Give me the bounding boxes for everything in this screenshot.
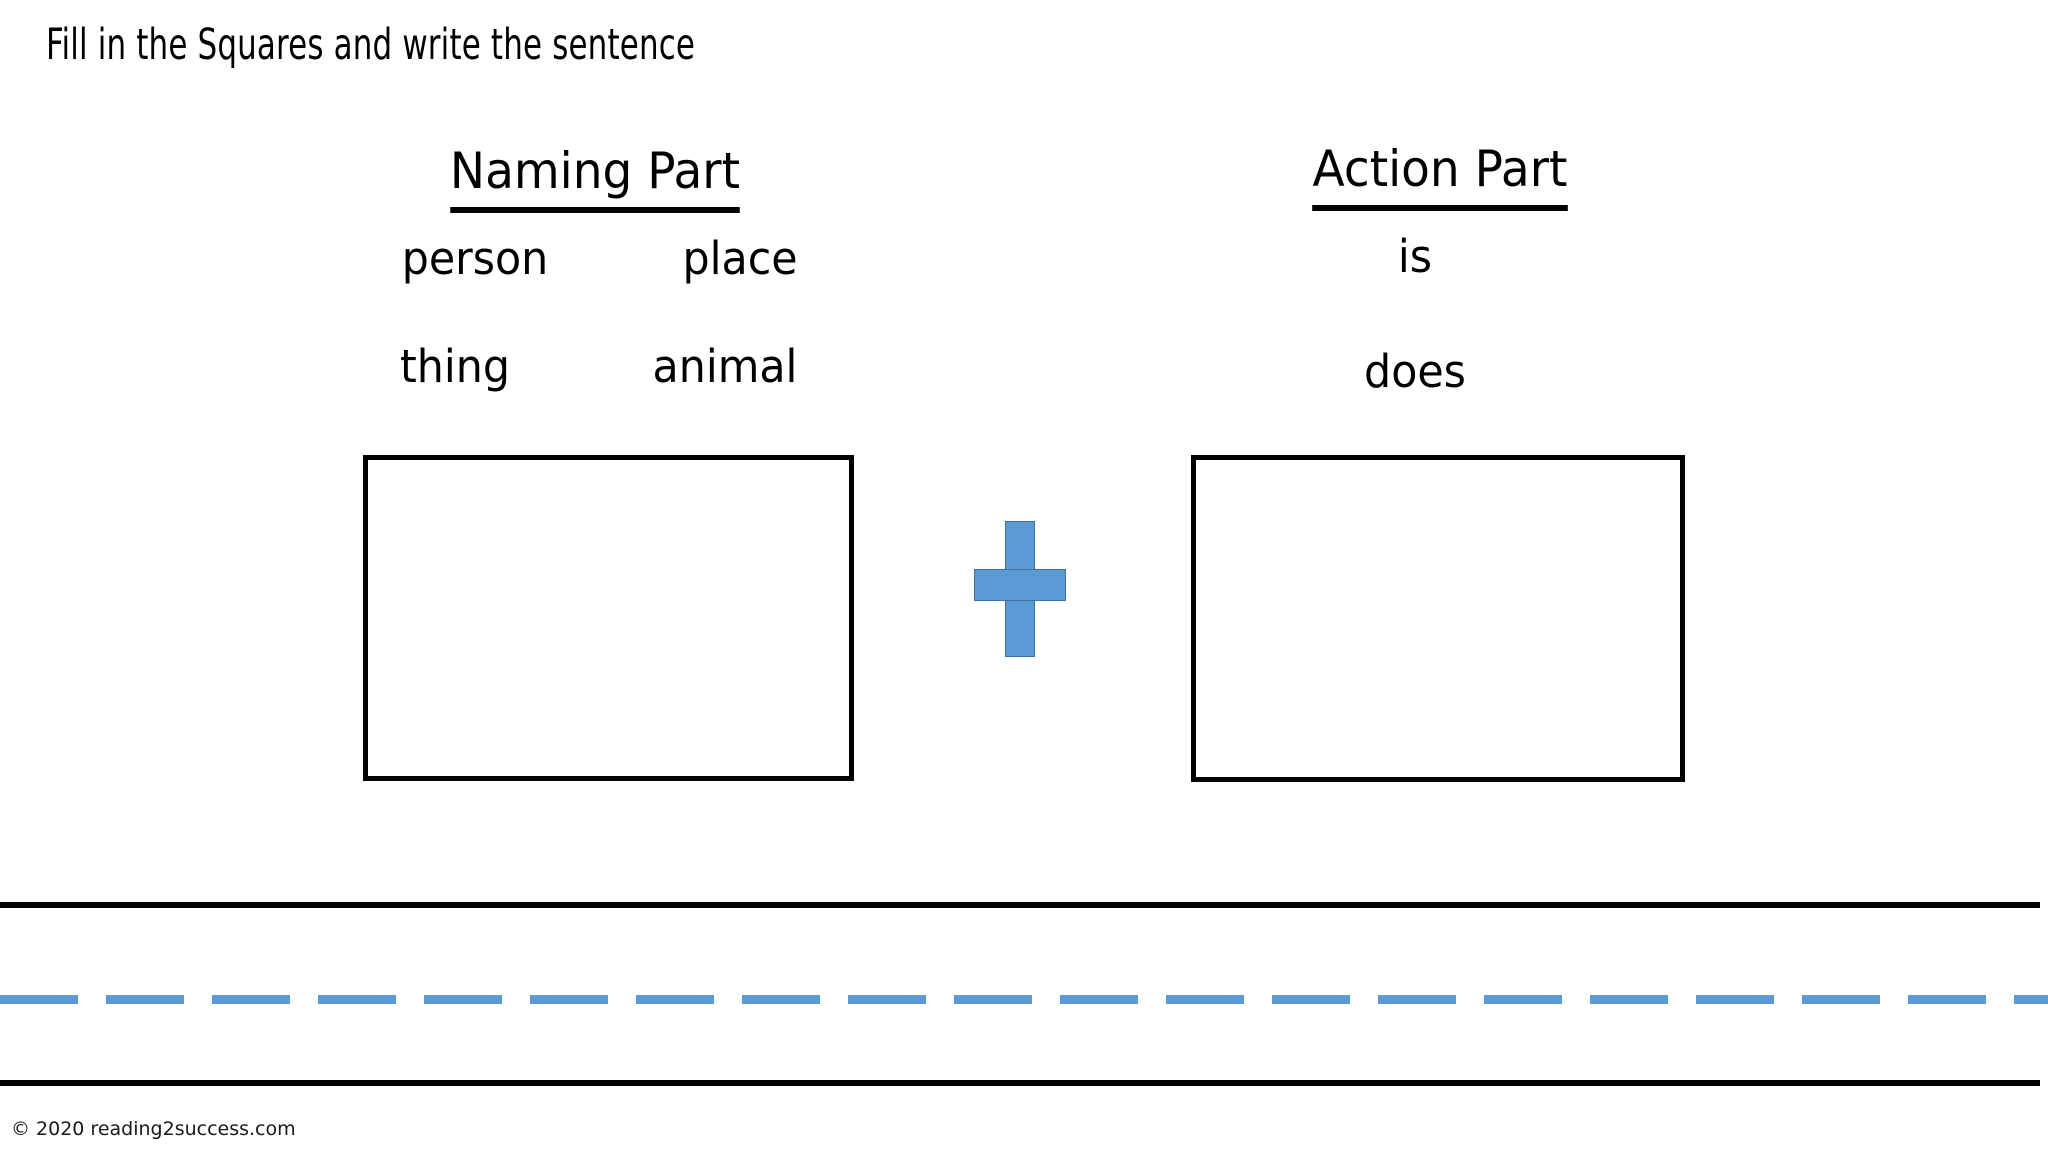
word-label-place: place [682, 232, 798, 285]
writing-line-top-rule [0, 902, 2040, 908]
column-heading-action-part-label: Action Part [1312, 140, 1568, 211]
answer-box-naming-part[interactable] [363, 455, 854, 781]
word-label-person: person [401, 232, 549, 285]
word-label-animal: animal [652, 340, 798, 393]
word-label-is: is [1397, 230, 1433, 283]
word-label-does: does [1364, 345, 1466, 398]
plus-icon [974, 521, 1066, 657]
page-title: Fill in the Squares and write the senten… [46, 20, 696, 70]
column-heading-naming-part: Naming Part [360, 142, 830, 213]
word-label-thing: thing [400, 340, 510, 393]
column-heading-action-part: Action Part [1210, 140, 1671, 211]
footer-copyright: © 2020 reading2success.com [11, 1118, 296, 1140]
column-heading-naming-part-label: Naming Part [449, 142, 741, 213]
plus-icon-horizontal-bar [974, 569, 1066, 601]
answer-box-action-part[interactable] [1191, 455, 1685, 782]
writing-line-dashed-midline [0, 995, 2048, 1004]
writing-line-bottom-rule [0, 1080, 2040, 1086]
